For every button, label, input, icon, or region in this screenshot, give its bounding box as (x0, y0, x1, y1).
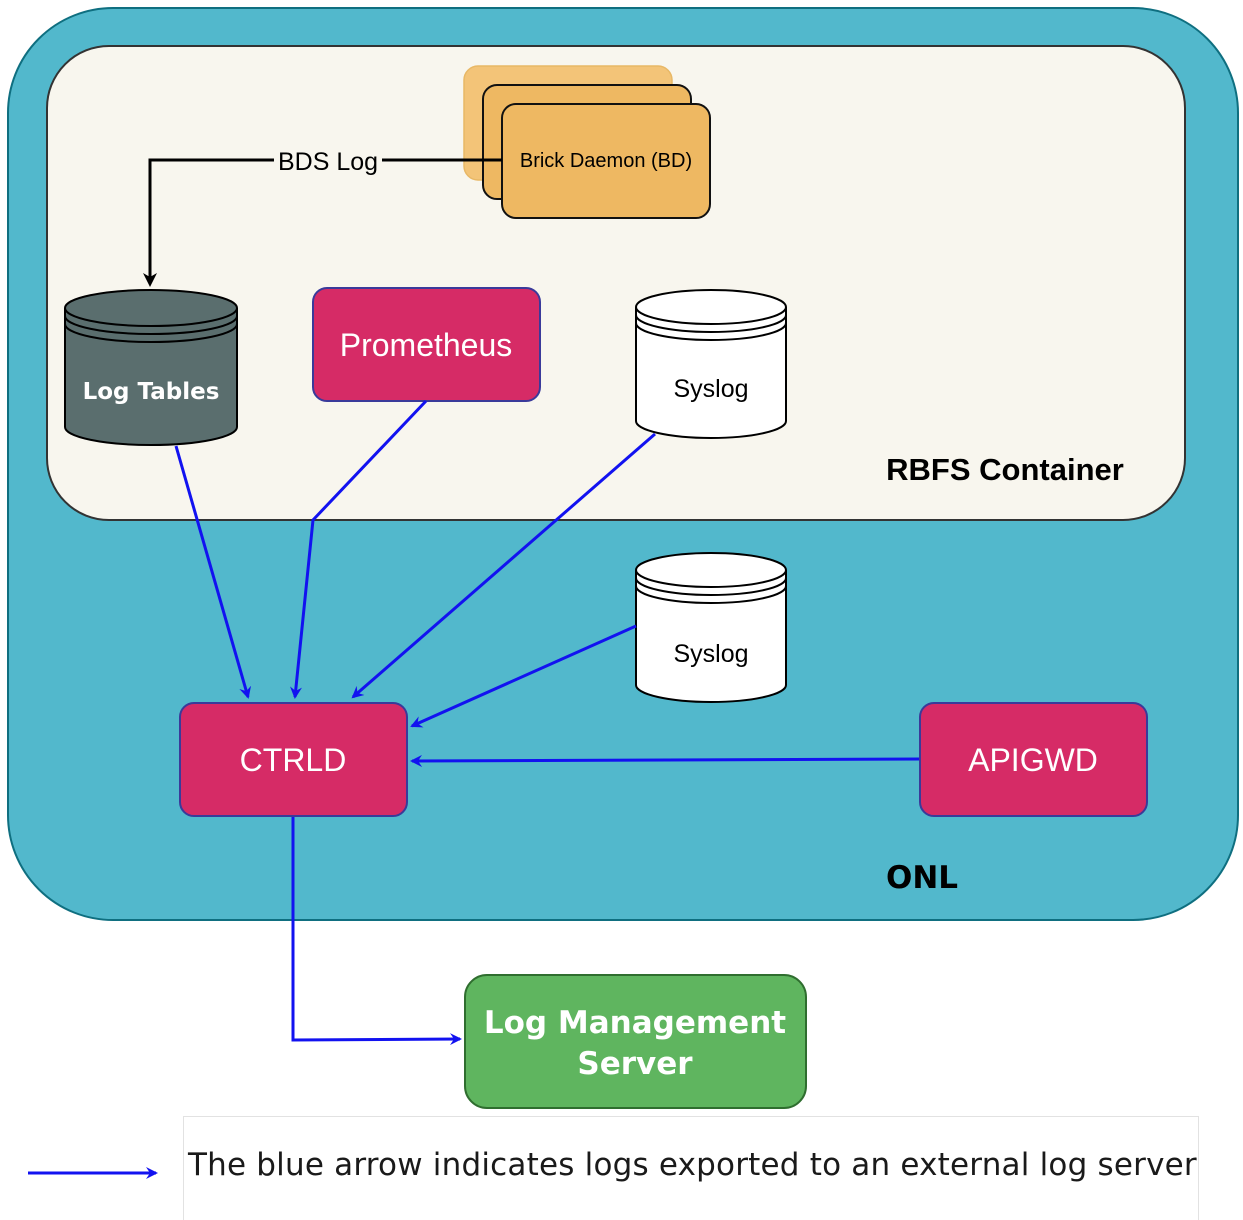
legend-box (183, 1116, 1199, 1220)
arrow-ctrld-logserver (291, 815, 462, 1046)
prometheus-label: Prometheus (340, 327, 513, 363)
arrow-logtables-ctrld (174, 445, 252, 699)
onl-container-label: ONL (886, 860, 958, 896)
arrow-syslog-rbfs-ctrld (351, 432, 656, 699)
bds-log-edge: BDS Log (143, 144, 502, 287)
apigwd-label: APIGWD (968, 742, 1098, 778)
brick-daemon-label: Brick Daemon (BD) (520, 150, 692, 172)
brick-daemon-stack: Brick Daemon (BD) (463, 65, 711, 219)
ctrld-node: CTRLD (179, 702, 408, 817)
syslog-onl-label: Syslog (673, 640, 748, 668)
syslog-rbfs-database: Syslog (635, 289, 787, 439)
rbfs-container-label: RBFS Container (886, 452, 1124, 487)
legend-text: The blue arrow indicates logs exported t… (188, 1147, 1197, 1183)
ctrld-label: CTRLD (240, 742, 347, 778)
prometheus-node: Prometheus (312, 287, 541, 402)
arrow-syslog-onl-ctrld (410, 624, 637, 728)
arrow-prometheus-ctrld (290, 399, 428, 699)
bds-log-label: BDS Log (278, 148, 378, 176)
syslog-onl-database: Syslog (635, 552, 787, 703)
arrow-apigwd-ctrld (410, 754, 921, 767)
apigwd-node: APIGWD (919, 702, 1148, 817)
log-tables-label: Log Tables (83, 379, 220, 405)
log-tables-database: Log Tables (64, 289, 238, 446)
log-management-server-node: Log Management Server (464, 974, 807, 1109)
export-arrows (174, 399, 921, 1046)
log-server-label-line2: Server (577, 1046, 693, 1082)
log-server-label-line1: Log Management (484, 1005, 786, 1041)
syslog-rbfs-label: Syslog (673, 375, 748, 403)
